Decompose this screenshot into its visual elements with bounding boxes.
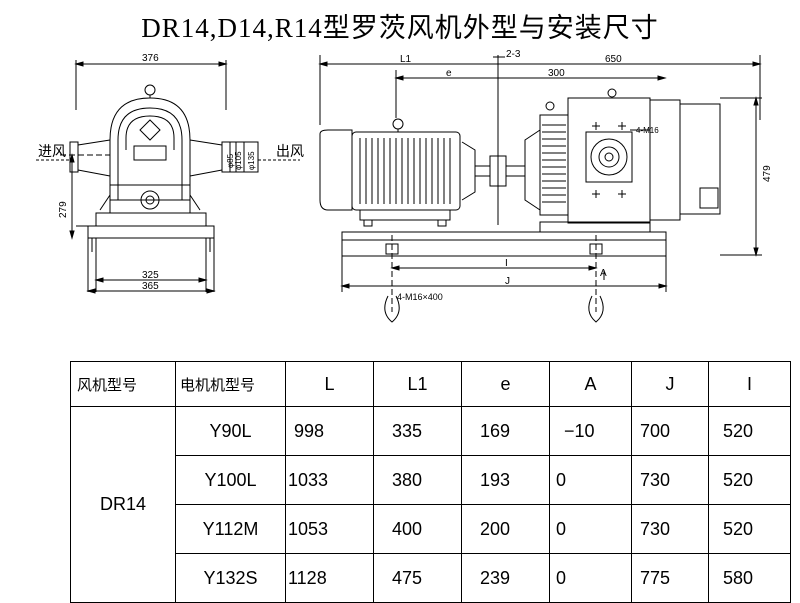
dim-flange-105: φ105 xyxy=(234,151,243,170)
outlet-label: 出风 xyxy=(276,144,304,160)
cell-I: 520 xyxy=(708,455,791,505)
cell-J: 730 xyxy=(631,455,709,505)
cell-J: 700 xyxy=(631,406,709,456)
inlet-label: 进风 xyxy=(38,144,66,160)
header-e: e xyxy=(461,361,550,407)
cell-e: 200 xyxy=(461,504,550,554)
cell-e: 193 xyxy=(461,455,550,505)
table-row: DR14 Y90L 998 335 169 −10 700 520 xyxy=(70,406,791,603)
installation-drawing: 376 φ85 φ105 φ135 xyxy=(36,49,773,323)
cell-L: 1053 xyxy=(285,504,374,554)
motor-cell: Y132S xyxy=(175,553,286,603)
header-L1: L1 xyxy=(373,361,462,407)
cell-L1: 475 xyxy=(373,553,462,603)
table-header-row: 风机型号 电机机型号 L L1 e A J I xyxy=(70,361,791,407)
motor-cell: Y90L xyxy=(175,406,286,456)
page-title: DR14,D14,R14型罗茨风机外型与安装尺寸 xyxy=(141,13,659,43)
header-motor-model: 电机机型号 xyxy=(175,361,286,407)
cell-A: 0 xyxy=(549,455,632,505)
header-A: A xyxy=(549,361,632,407)
cell-A: 0 xyxy=(549,504,632,554)
table-row: Y100L 1033 380 193 0 730 520 xyxy=(71,455,791,505)
cell-L1: 380 xyxy=(373,455,462,505)
table-row: Y132S 1128 475 239 0 775 580 xyxy=(71,553,791,603)
cell-A: 0 xyxy=(549,553,632,603)
cell-e: 169 xyxy=(461,406,550,456)
dim-L1: L1 xyxy=(400,54,412,65)
dim-e: e xyxy=(446,68,452,79)
dim-total-650: 650 xyxy=(605,54,622,65)
dim-flange-85: φ85 xyxy=(226,153,235,168)
dim-base-outer: 365 xyxy=(142,281,159,292)
cell-J: 730 xyxy=(631,504,709,554)
cell-A: −10 xyxy=(549,406,632,456)
header-L: L xyxy=(285,361,374,407)
cell-L: 1033 xyxy=(285,455,374,505)
cell-J: 775 xyxy=(631,553,709,603)
cell-L1: 400 xyxy=(373,504,462,554)
cell-e: 239 xyxy=(461,553,550,603)
header-I: I xyxy=(708,361,791,407)
dim-flange-135: φ135 xyxy=(247,151,256,170)
cell-L1: 335 xyxy=(373,406,462,456)
dim-300: 300 xyxy=(548,68,565,79)
cell-I: 520 xyxy=(708,504,791,554)
motor-cell: Y112M xyxy=(175,504,286,554)
cell-L: 998 xyxy=(285,406,374,456)
side-view: L1 650 e 300 2-3 xyxy=(318,49,773,323)
header-fan-model: 风机型号 xyxy=(70,361,176,407)
cell-I: 580 xyxy=(708,553,791,603)
header-J: J xyxy=(631,361,709,407)
table-row: Y112M 1053 400 200 0 730 520 xyxy=(71,504,791,554)
front-view: 376 φ85 φ105 φ135 xyxy=(58,53,259,294)
dim-I: I xyxy=(505,258,508,269)
dim-J: J xyxy=(505,276,510,287)
foundation-bolt-label: 4-M16×400 xyxy=(397,292,443,302)
motor-cell: Y100L xyxy=(175,455,286,505)
dim-base-inner: 325 xyxy=(142,270,159,281)
fan-model-cell: DR14 xyxy=(70,406,176,603)
cell-L: 1128 xyxy=(285,553,374,603)
dim-front-width: 376 xyxy=(142,53,159,64)
section-mark: 2-3 xyxy=(506,49,521,60)
dim-front-height: 279 xyxy=(58,201,69,218)
cell-I: 520 xyxy=(708,406,791,456)
dim-height-479: 479 xyxy=(762,165,773,182)
dimension-table: 风机型号 电机机型号 L L1 e A J I DR14 Y90L 998 33… xyxy=(70,361,791,603)
bolt-holes-label: 4-M16 xyxy=(636,126,659,135)
